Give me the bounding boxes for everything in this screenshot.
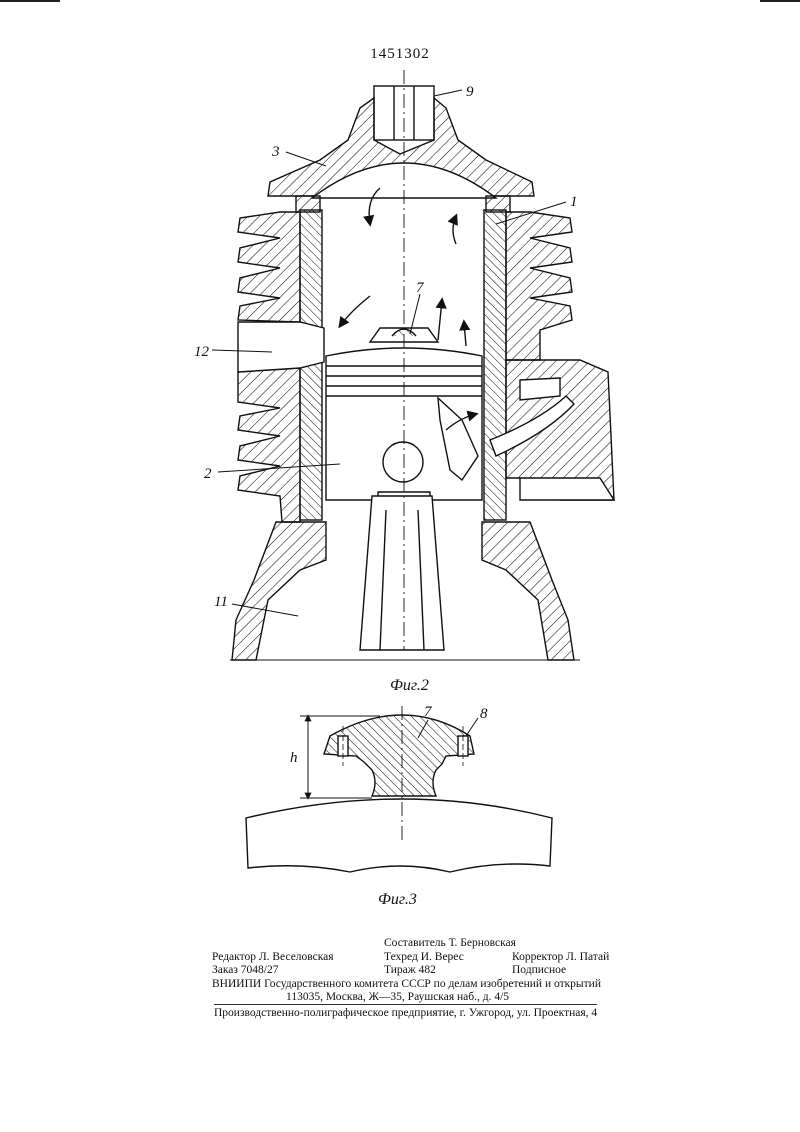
callout-9: 9 [466, 84, 474, 100]
piston-crown-surface [245, 798, 553, 873]
callout-8: 8 [480, 706, 488, 722]
scan-edge-line [0, 0, 60, 2]
cylinder-head [267, 96, 535, 197]
callout-1: 1 [570, 194, 578, 210]
callout-12: 12 [194, 344, 210, 360]
imprint-circulation: Тираж 482 [384, 964, 436, 976]
deflector-profile [323, 714, 475, 797]
exhaust-port [237, 321, 325, 373]
reed-valve [489, 395, 575, 457]
figure-2-drawing [211, 70, 616, 661]
connecting-rod [359, 495, 445, 651]
imprint-corrector: Корректор Л. Патай [512, 951, 610, 963]
imprint-printer: Производственно-полиграфическое предприя… [214, 1004, 598, 1020]
cylinder-fins-left-lower [237, 367, 301, 523]
liner-right [483, 209, 507, 521]
callout-7: 7 [416, 280, 425, 296]
callout-2: 2 [204, 466, 212, 482]
crankcase-right [481, 521, 575, 661]
imprint-address: 113035, Москва, Ж—35, Раушская наб., д. … [286, 991, 510, 1003]
callout-3: 3 [271, 144, 280, 160]
patent-number: 1451302 [370, 46, 430, 62]
cylinder-fins-left-upper [237, 211, 301, 323]
dimension-h-label: h [290, 750, 298, 766]
callout-11: 11 [214, 594, 228, 610]
imprint-compiler: Составитель Т. Берновская [384, 937, 516, 949]
crankcase-left [231, 521, 327, 661]
cylinder-fins-right [505, 211, 573, 361]
callout-7-fig3: 7 [424, 704, 433, 720]
figure-3-drawing [245, 706, 553, 873]
imprint-techred: Техред И. Верес [384, 951, 464, 963]
figure-2-caption: Фиг.2 [390, 677, 429, 694]
imprint-institute: ВНИИПИ Государственного комитета СССР по… [212, 978, 601, 990]
figure-3-caption: Фиг.3 [378, 891, 417, 908]
piston-pin [382, 441, 424, 483]
scan-edge-line [760, 0, 800, 2]
imprint-editor: Редактор Л. Веселовская [212, 951, 334, 963]
imprint-subscription: Подписное [512, 964, 567, 976]
imprint-order: Заказ 7048/27 [212, 964, 279, 976]
